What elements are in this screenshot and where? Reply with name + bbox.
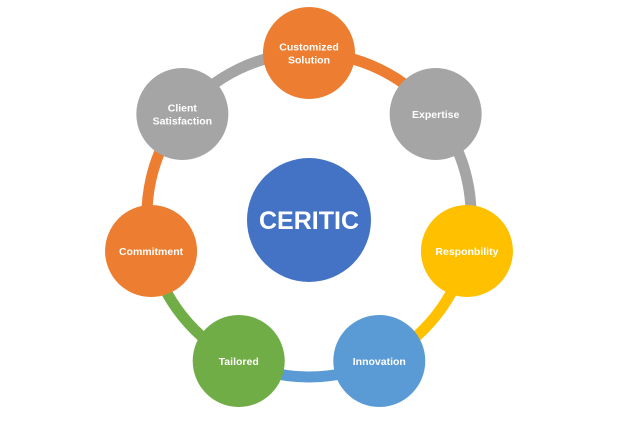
node-circle-innovation <box>333 314 426 407</box>
node-label-expertise: Expertise <box>412 109 459 121</box>
node-label-tailored: Tailored <box>219 356 259 368</box>
node-commitment: Commitment <box>105 205 198 298</box>
node-label-customized-solution-line-1: Customized <box>279 42 339 54</box>
node-label-client-satisfaction-line-2: Satisfaction <box>153 115 213 127</box>
node-circle-responbility <box>420 205 513 298</box>
node-responbility: Responbility <box>420 205 513 298</box>
node-circle-expertise <box>389 67 482 160</box>
node-innovation: Innovation <box>333 314 426 407</box>
center-label: CERITIC <box>259 207 359 235</box>
node-label-innovation: Innovation <box>353 356 406 368</box>
node-layer: CustomizedSolutionExpertiseResponbilityI… <box>105 7 513 407</box>
node-circle-customized-solution <box>263 7 355 99</box>
center-circle <box>247 158 371 282</box>
node-expertise: Expertise <box>389 67 482 160</box>
node-circle-client-satisfaction <box>136 67 229 160</box>
node-circle-tailored <box>192 314 285 407</box>
node-label-customized-solution-line-2: Solution <box>288 55 330 67</box>
node-label-responbility: Responbility <box>435 246 498 258</box>
center-node: CERITIC <box>247 158 371 282</box>
node-label-client-satisfaction-line-1: Client <box>168 102 198 114</box>
node-tailored: Tailored <box>192 314 285 407</box>
node-label-commitment: Commitment <box>119 246 184 258</box>
node-circle-commitment <box>105 205 198 298</box>
